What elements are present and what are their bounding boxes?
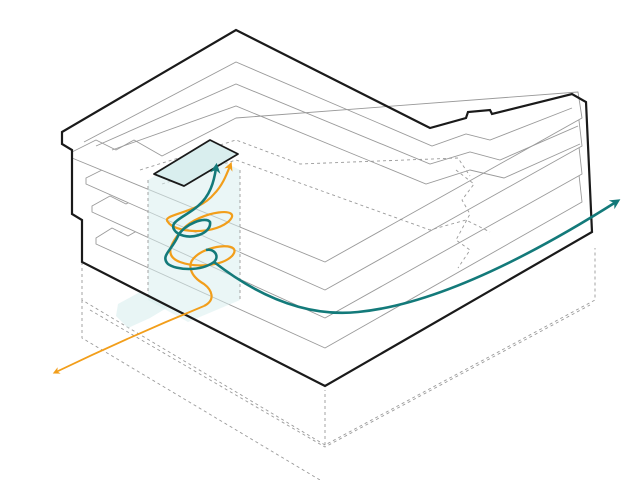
building-outline (60, 28, 594, 388)
primary-circulation-path (164, 162, 621, 315)
building-outer-edge (60, 28, 594, 388)
floor-slab-4 (71, 91, 583, 263)
basement-dashed-outline (81, 248, 596, 480)
orange-diagonal-path (52, 305, 205, 374)
teal-arc-path (213, 199, 621, 315)
teal-spiral-path (164, 162, 221, 271)
roof-hatch-plate (153, 139, 239, 187)
roof-hatch (153, 139, 239, 187)
